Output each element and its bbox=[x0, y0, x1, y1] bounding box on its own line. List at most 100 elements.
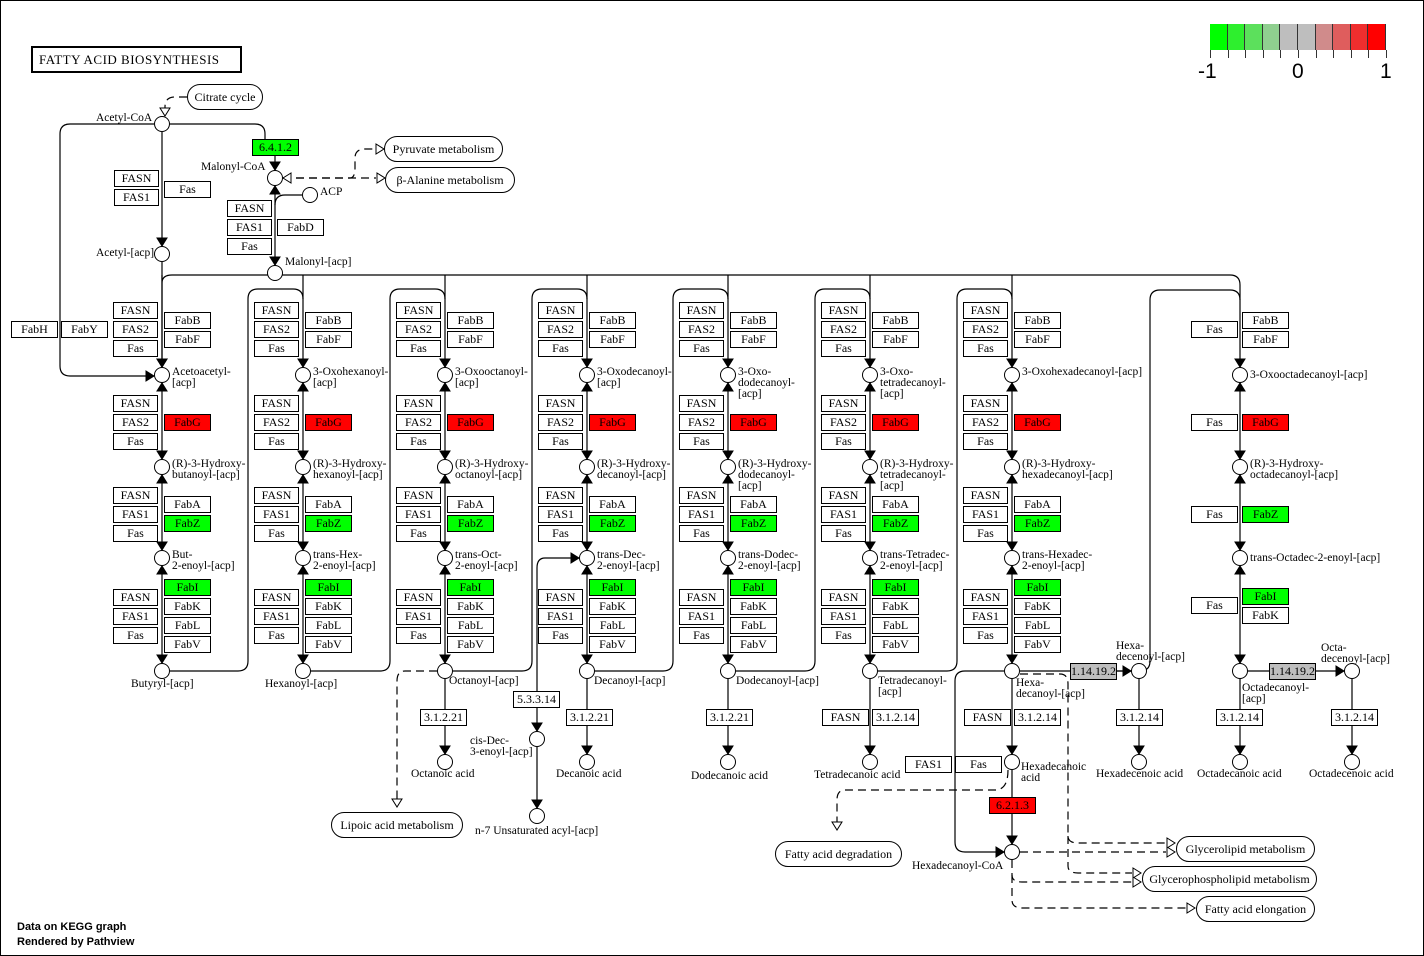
compound-node-c6e[interactable] bbox=[862, 550, 878, 566]
enzyme-faba[interactable]: FabA bbox=[1014, 496, 1061, 513]
pathway-link-pyruvate[interactable]: Pyruvate metabolism bbox=[384, 136, 503, 162]
enzyme-fabf[interactable]: FabF bbox=[164, 331, 211, 348]
enzyme-fabl[interactable]: FabL bbox=[730, 617, 777, 634]
enzyme-fasn[interactable]: FASN bbox=[396, 302, 441, 319]
enzyme-fas2[interactable]: FAS2 bbox=[113, 414, 158, 431]
compound-node-malonylacp[interactable] bbox=[267, 265, 283, 281]
enzyme-fas2[interactable]: FAS2 bbox=[963, 321, 1008, 338]
enzyme-fas1[interactable]: FAS1 bbox=[679, 506, 724, 523]
compound-node-c3k[interactable] bbox=[437, 367, 453, 383]
enzyme-fabh[interactable]: FabH bbox=[11, 321, 58, 338]
compound-node-acp[interactable] bbox=[302, 187, 318, 203]
compound-node-c7k[interactable] bbox=[1004, 367, 1020, 383]
enzyme-fas1[interactable]: FAS1 bbox=[538, 608, 583, 625]
enzyme-fabg[interactable]: FabG bbox=[1014, 414, 1061, 431]
compound-node-c7a[interactable] bbox=[1004, 663, 1020, 679]
enzyme-fas1[interactable]: FAS1 bbox=[254, 506, 299, 523]
enzyme-fas[interactable]: Fas bbox=[679, 433, 724, 450]
enzyme-fabz[interactable]: FabZ bbox=[164, 515, 211, 532]
enzyme-fas1[interactable]: FAS1 bbox=[396, 506, 441, 523]
compound-node-c3r[interactable] bbox=[437, 459, 453, 475]
enzyme-fas1[interactable]: FAS1 bbox=[538, 506, 583, 523]
compound-node-c5a[interactable] bbox=[720, 663, 736, 679]
compound-node-c7r[interactable] bbox=[1004, 459, 1020, 475]
enzyme-fabz[interactable]: FabZ bbox=[305, 515, 352, 532]
enzyme-faba[interactable]: FabA bbox=[447, 496, 494, 513]
compound-node-c8k[interactable] bbox=[1232, 367, 1248, 383]
enzyme-fabi[interactable]: FabI bbox=[1242, 588, 1289, 605]
enzyme-fabz[interactable]: FabZ bbox=[589, 515, 636, 532]
enzyme-fabf[interactable]: FabF bbox=[1014, 331, 1061, 348]
enzyme-fabi[interactable]: FabI bbox=[730, 579, 777, 596]
enzyme-fas1[interactable]: FAS1 bbox=[113, 506, 158, 523]
enzyme-fas2[interactable]: FAS2 bbox=[113, 321, 158, 338]
enzyme-fas2[interactable]: FAS2 bbox=[396, 414, 441, 431]
enzyme-fasn[interactable]: FASN bbox=[538, 302, 583, 319]
compound-node-acetylacp[interactable] bbox=[154, 246, 170, 262]
enzyme-fasn[interactable]: FASN bbox=[114, 170, 159, 187]
enzyme-fabb[interactable]: FabB bbox=[872, 312, 919, 329]
enzyme-fas[interactable]: Fas bbox=[254, 433, 299, 450]
enzyme-fasn[interactable]: FASN bbox=[963, 302, 1008, 319]
enzyme-fabl[interactable]: FabL bbox=[589, 617, 636, 634]
enzyme-fasn[interactable]: FASN bbox=[113, 302, 158, 319]
enzyme-6-2-1-3[interactable]: 6.2.1.3 bbox=[989, 797, 1036, 814]
enzyme-fas[interactable]: Fas bbox=[1191, 597, 1238, 614]
enzyme-fasn[interactable]: FASN bbox=[254, 395, 299, 412]
enzyme-fasn[interactable]: FASN bbox=[254, 487, 299, 504]
enzyme-fasn[interactable]: FASN bbox=[821, 395, 866, 412]
enzyme-fasn[interactable]: FASN bbox=[679, 589, 724, 606]
pathway-link-citrate[interactable]: Citrate cycle bbox=[187, 84, 263, 110]
compound-node-c8r[interactable] bbox=[1232, 459, 1248, 475]
enzyme-fabf[interactable]: FabF bbox=[305, 331, 352, 348]
enzyme-fasn[interactable]: FASN bbox=[538, 589, 583, 606]
enzyme-fas2[interactable]: FAS2 bbox=[821, 414, 866, 431]
compound-node-c4r[interactable] bbox=[579, 459, 595, 475]
enzyme-fabk[interactable]: FabK bbox=[305, 598, 352, 615]
enzyme-fas[interactable]: Fas bbox=[254, 525, 299, 542]
compound-node-c5e[interactable] bbox=[720, 550, 736, 566]
enzyme-fas2[interactable]: FAS2 bbox=[254, 414, 299, 431]
enzyme-fabi[interactable]: FabI bbox=[305, 579, 352, 596]
enzyme-fas[interactable]: Fas bbox=[113, 627, 158, 644]
enzyme-3-1-2-14[interactable]: 3.1.2.14 bbox=[872, 709, 919, 726]
enzyme-fas[interactable]: Fas bbox=[963, 627, 1008, 644]
enzyme-faba[interactable]: FabA bbox=[589, 496, 636, 513]
compound-node-c1k[interactable] bbox=[154, 367, 170, 383]
enzyme-6-4-1-2[interactable]: 6.4.1.2 bbox=[252, 139, 299, 156]
enzyme-fasn[interactable]: FASN bbox=[679, 487, 724, 504]
enzyme-fabf[interactable]: FabF bbox=[872, 331, 919, 348]
enzyme-fas2[interactable]: FAS2 bbox=[821, 321, 866, 338]
enzyme-fabf[interactable]: FabF bbox=[730, 331, 777, 348]
enzyme-fabi[interactable]: FabI bbox=[164, 579, 211, 596]
enzyme-fabz[interactable]: FabZ bbox=[447, 515, 494, 532]
enzyme-fabg[interactable]: FabG bbox=[730, 414, 777, 431]
enzyme-5-3-3-14[interactable]: 5.3.3.14 bbox=[513, 691, 560, 708]
compound-node-c4a[interactable] bbox=[579, 663, 595, 679]
compound-node-c3e[interactable] bbox=[437, 550, 453, 566]
enzyme-fas[interactable]: Fas bbox=[538, 340, 583, 357]
enzyme-fabb[interactable]: FabB bbox=[1242, 312, 1289, 329]
compound-node-decacid[interactable] bbox=[579, 754, 595, 770]
enzyme-faba[interactable]: FabA bbox=[872, 496, 919, 513]
enzyme-fabv[interactable]: FabV bbox=[447, 636, 494, 653]
enzyme-fasn[interactable]: FASN bbox=[821, 589, 866, 606]
enzyme-fasn[interactable]: FASN bbox=[963, 487, 1008, 504]
enzyme-fas2[interactable]: FAS2 bbox=[254, 321, 299, 338]
compound-node-c4e[interactable] bbox=[579, 550, 595, 566]
enzyme-fas[interactable]: Fas bbox=[113, 433, 158, 450]
enzyme-fas[interactable]: Fas bbox=[1191, 506, 1238, 523]
compound-node-octdeacp[interactable] bbox=[1344, 663, 1360, 679]
enzyme-fas[interactable]: Fas bbox=[227, 238, 272, 255]
compound-node-c2r[interactable] bbox=[295, 459, 311, 475]
compound-node-c2e[interactable] bbox=[295, 550, 311, 566]
enzyme-fabi[interactable]: FabI bbox=[447, 579, 494, 596]
compound-node-c1r[interactable] bbox=[154, 459, 170, 475]
enzyme-fabd[interactable]: FabD bbox=[277, 219, 324, 236]
enzyme-fas[interactable]: Fas bbox=[679, 525, 724, 542]
enzyme-3-1-2-14[interactable]: 3.1.2.14 bbox=[1331, 709, 1378, 726]
enzyme-fabg[interactable]: FabG bbox=[164, 414, 211, 431]
enzyme-fabz[interactable]: FabZ bbox=[1242, 506, 1289, 523]
enzyme-fabk[interactable]: FabK bbox=[1242, 607, 1289, 624]
enzyme-fabi[interactable]: FabI bbox=[1014, 579, 1061, 596]
